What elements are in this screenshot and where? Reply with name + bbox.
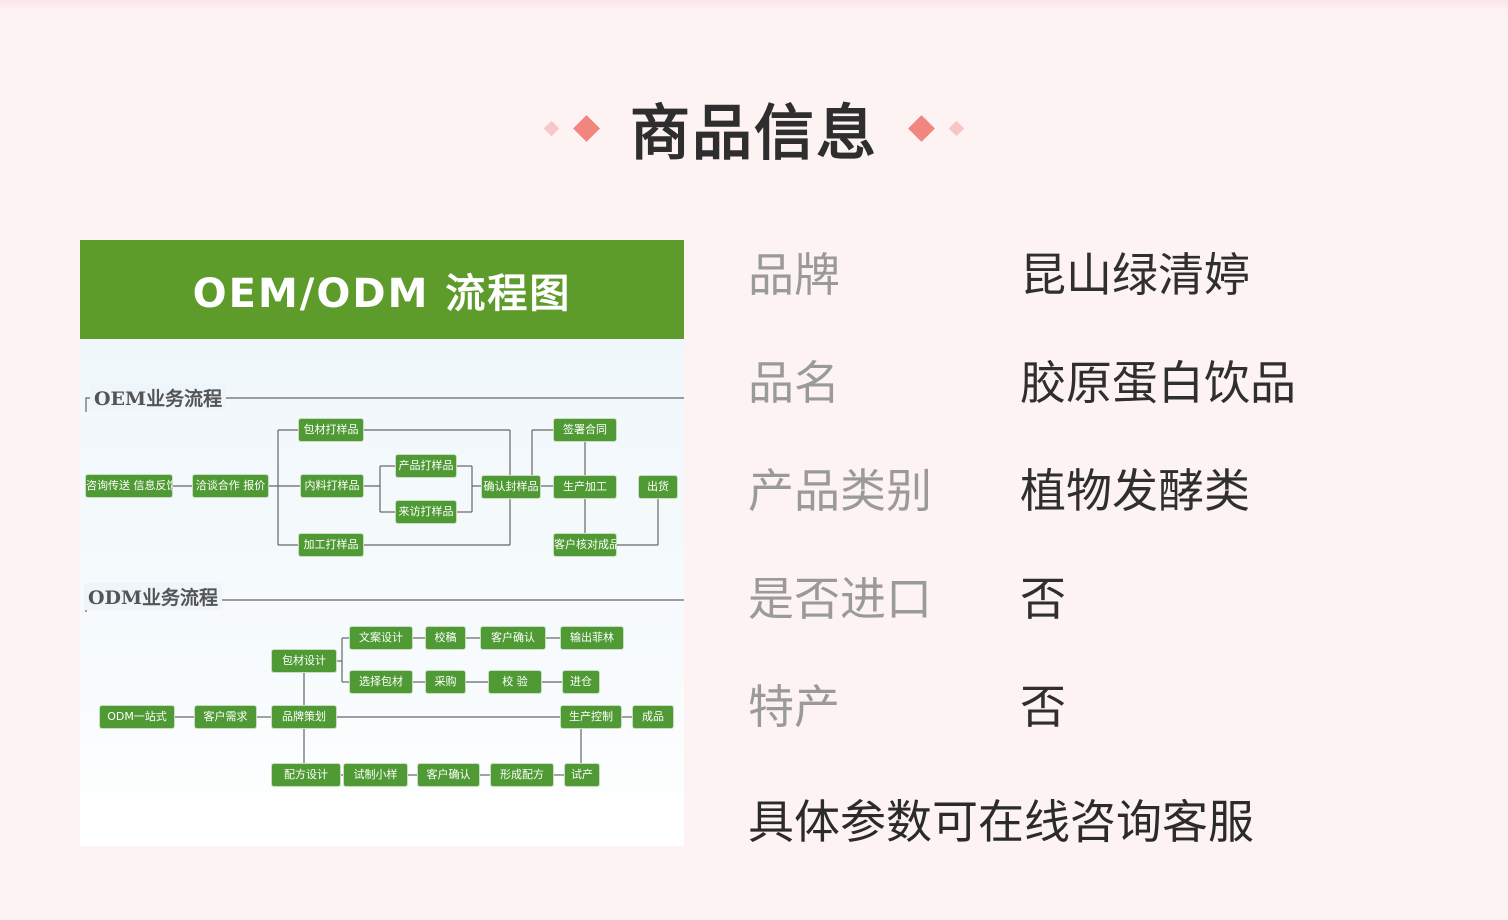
- flow-node: 加工打样品: [299, 534, 363, 556]
- flow-node: 生产控制: [561, 706, 621, 728]
- spec-row-brand: 品牌 昆山绿清婷: [748, 242, 1488, 302]
- top-stripe: [0, 0, 1508, 10]
- flow-node: 签署合同: [554, 419, 616, 441]
- left-decoration: [543, 114, 600, 142]
- flow-node: 来访打样品: [396, 501, 456, 523]
- flow-node: 产品打样品: [396, 455, 456, 477]
- flow-node: 客户核对成品: [554, 534, 616, 556]
- spec-value: 植物发酵类: [1020, 464, 1250, 518]
- section-header: 商品信息: [0, 82, 1508, 174]
- spec-label: 是否进口: [748, 572, 932, 626]
- spec-row-category: 产品类别 植物发酵类: [748, 458, 1488, 518]
- spec-label: 特产: [748, 680, 840, 734]
- spec-row-product-name: 品名 胶原蛋白饮品: [748, 350, 1488, 410]
- spec-row-specialty: 特产 否: [748, 674, 1488, 734]
- flow-node: 试产: [565, 764, 599, 786]
- flow-node: 内料打样品: [301, 475, 363, 497]
- spec-value: 否: [1020, 680, 1066, 734]
- flow-node: 试制小样: [344, 764, 407, 786]
- flow-node: 包材打样品: [299, 419, 363, 441]
- flow-node: 洽谈合作 报价: [193, 475, 268, 497]
- flow-node: 客户确认: [418, 764, 479, 786]
- spec-label: 品牌: [748, 248, 840, 302]
- flow-node: 成品: [633, 706, 673, 728]
- flow-node: 生产加工: [554, 476, 616, 498]
- flow-node: 文案设计: [350, 627, 412, 649]
- flow-node: 品牌策划: [272, 706, 336, 728]
- flow-node: 配方设计: [272, 764, 340, 786]
- flow-node: 校 验: [489, 671, 541, 693]
- flow-node: 形成配方: [491, 764, 553, 786]
- flow-node: ODM一站式: [100, 706, 174, 728]
- flow-node: 采购: [426, 671, 465, 693]
- flow-node: 输出菲林: [561, 627, 623, 649]
- flow-node: 咨询传送 信息反馈: [86, 475, 172, 497]
- spec-value: 胶原蛋白饮品: [1020, 356, 1296, 410]
- flow-node: 客户需求: [195, 706, 256, 728]
- flowchart-image: OEM/ODM 流程图 OEM业务流程 ODM业务流程 咨询传送 信息反馈 洽谈…: [80, 240, 684, 846]
- flowchart-header: OEM/ODM 流程图: [80, 240, 684, 339]
- flow-node: 选择包材: [350, 671, 412, 693]
- oem-section-label: OEM业务流程: [90, 384, 227, 411]
- flow-node: 出货: [639, 476, 677, 498]
- spec-value: 否: [1020, 572, 1066, 626]
- flow-node: 进仓: [563, 671, 599, 693]
- spec-label: 产品类别: [748, 464, 932, 518]
- spec-row-imported: 是否进口 否: [748, 566, 1488, 626]
- diamond-icon: [948, 120, 965, 136]
- section-title: 商品信息: [630, 98, 878, 169]
- flow-node: 包材设计: [272, 650, 336, 672]
- flowchart-title: OEM/ODM 流程图: [192, 270, 572, 317]
- spec-label: 品名: [748, 356, 840, 410]
- odm-section-label: ODM业务流程: [84, 583, 223, 610]
- consult-note: 具体参数可在线咨询客服: [748, 795, 1254, 849]
- flow-node: 客户确认: [481, 627, 545, 649]
- diamond-icon: [543, 120, 560, 136]
- flow-node: 确认封样品: [482, 476, 540, 498]
- flow-node: 校稿: [426, 627, 465, 649]
- diamond-icon: [573, 114, 600, 142]
- right-decoration: [908, 114, 965, 142]
- diamond-icon: [908, 114, 935, 142]
- flowchart-connectors: [85, 397, 684, 776]
- spec-value: 昆山绿清婷: [1020, 248, 1250, 302]
